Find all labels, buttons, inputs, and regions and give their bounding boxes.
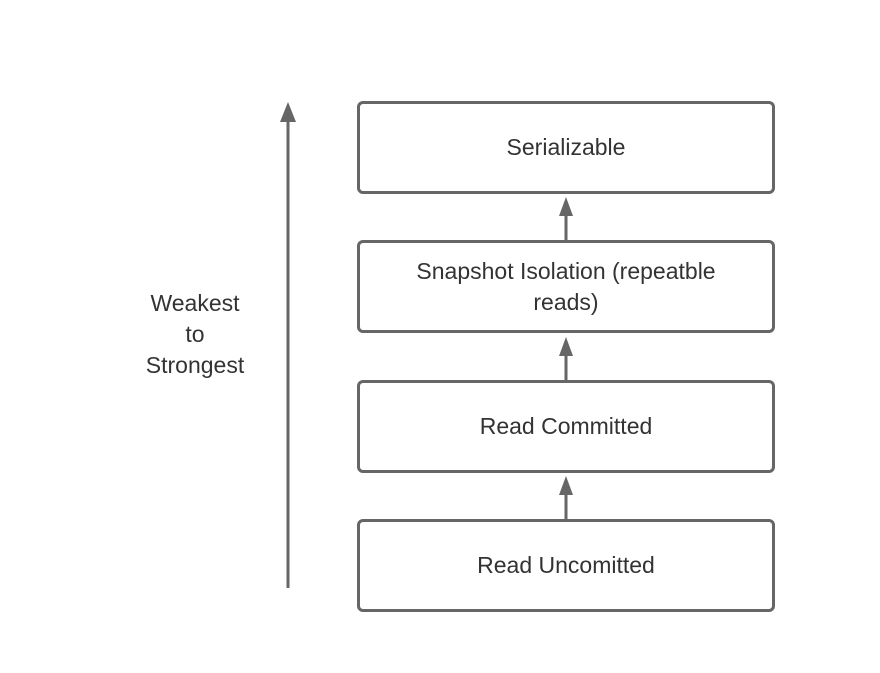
level-label-read-committed: Read Committed [479, 413, 653, 439]
level-box-read-uncommitted: Read Uncomitted [357, 519, 775, 612]
level-label-read-uncommitted: Read Uncomitted [477, 552, 655, 578]
level-box-snapshot-isolation: Snapshot Isolation (repeatble reads) [357, 240, 775, 333]
arrow-committed-to-snapshot [559, 337, 573, 380]
caption-line-weakest: Weakest [150, 290, 240, 316]
strength-axis-arrow [280, 102, 296, 588]
arrow-uncommitted-to-committed [559, 476, 573, 519]
level-label-snapshot-isolation: Snapshot Isolation (repeatble reads) [416, 257, 716, 315]
caption-line-to: to [185, 321, 205, 347]
level-box-serializable: Serializable [357, 101, 775, 194]
strength-axis-arrowhead [280, 102, 296, 122]
level-box-read-committed: Read Committed [357, 380, 775, 473]
strength-axis-caption: Weakest to Strongest [120, 288, 270, 381]
level-label-serializable: Serializable [506, 134, 626, 160]
arrow-snapshot-to-serializable [559, 197, 573, 240]
caption-line-strongest: Strongest [145, 352, 245, 378]
